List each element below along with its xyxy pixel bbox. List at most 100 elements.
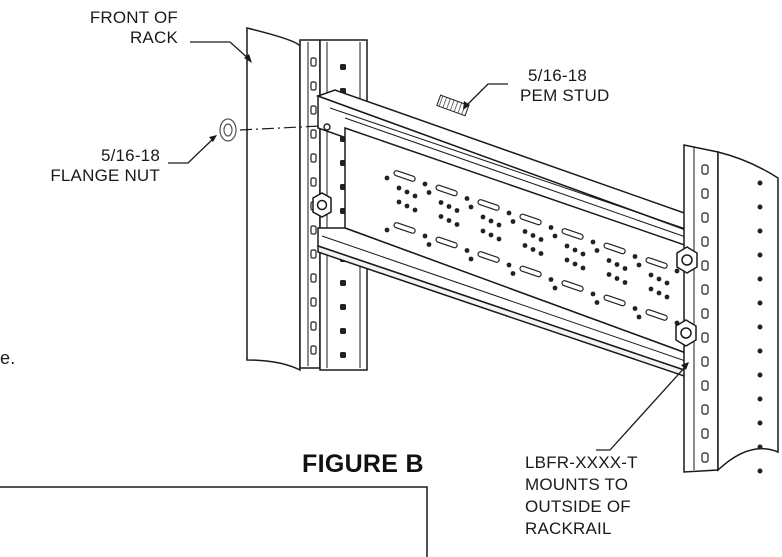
bracket-slot [519,213,542,226]
bracket-hole [572,261,578,267]
label-pem-stud-line2: PEM STUD [520,86,610,105]
bracket-hole [468,256,474,262]
bracket-hole [656,276,662,282]
label-mount-note: LBFR-XXXX-T MOUNTS TO OUTSIDE OF RACKRAI… [525,452,638,540]
bracket-hole [510,271,516,276]
right-rack-post [683,144,779,473]
bracket-hole [384,175,390,181]
post-hole [757,252,763,258]
bracket-hole [636,314,642,320]
label-pem-stud-line1: 5/16-18 [528,66,588,85]
bracket-hole [522,229,528,234]
bracket-hole [530,233,536,238]
bracket-hole [538,251,544,256]
bracket-hole [454,222,460,227]
bracket-hole [614,262,620,267]
post-hole [701,188,709,199]
label-mount-note-line1: LBFR-XXXX-T [525,453,638,472]
bracket-hole-pattern [323,123,680,326]
mounting-bracket [315,89,707,380]
post-hole [757,204,763,210]
bracket-hole [614,276,620,281]
bracket-hole [488,232,494,238]
post-hole [757,324,763,330]
bracket-hole [590,291,596,297]
post-hole [310,249,317,259]
post-hole [701,236,709,247]
bracket-hole [674,268,680,274]
post-hole [701,380,709,391]
label-flange-nut-line1: 5/16-18 [100,146,160,165]
post-hole [701,212,709,223]
post-hole [757,348,763,354]
post-hole [757,444,763,450]
bracket-hole [446,218,452,223]
post-hole [340,328,346,334]
post-hole [310,225,317,235]
bracket-hole [506,210,512,216]
bracket-hole [396,185,402,191]
post-hole [310,177,317,187]
hex-nut-lower-right [675,319,697,347]
post-hole [340,352,346,358]
bracket-hole [622,266,628,271]
bracket-hole [564,257,570,263]
post-hole [701,164,709,175]
bracket-hole [438,200,444,205]
stud-hole [323,123,331,131]
bracket-hole [412,193,418,199]
bracket-hole [480,214,486,220]
bracket-slot [477,199,500,211]
bracket-hole [422,181,428,187]
bracket-slot [603,242,626,255]
label-mount-note-line3: OUTSIDE OF [525,497,631,516]
pem-stud [436,94,470,117]
post-hole [701,260,709,271]
bracket-slot [435,184,458,197]
bracket-hole [632,306,638,311]
post-hole [757,372,763,378]
post-hole [757,228,763,234]
post-hole [310,57,317,67]
bracket-hole [552,285,558,291]
bracket-hole [548,225,554,230]
post-hole [340,280,346,286]
post-hole [310,105,317,115]
post-hole [701,428,709,439]
hex-nut-upper-right [676,246,698,274]
bracket-slot [477,251,500,263]
note-box-edge [0,486,428,557]
bracket-hole [510,219,516,224]
post-hole [701,308,709,319]
post-hole [310,273,317,283]
flange-nut [219,118,237,142]
bracket-hole [590,239,596,245]
bracket-slot [645,257,668,269]
label-flange-nut: 5/16-18 FLANGE NUT [0,146,160,186]
bracket-hole [656,290,662,296]
post-hole [757,420,763,426]
bracket-hole [396,199,402,205]
bracket-hole [594,300,600,305]
bracket-hole [530,247,536,252]
bracket-hole [580,265,586,271]
post-hole [310,129,317,139]
bracket-hole [422,233,428,239]
bracket-hole [506,262,512,268]
leader-lines [168,41,687,451]
bracket-slot [393,170,416,182]
bracket-hole [464,248,470,253]
bracket-hole [468,204,474,210]
post-hole [340,304,346,310]
leader-arrowheads [209,54,689,370]
bracket-hole [636,262,642,268]
post-hole [701,404,709,415]
post-hole [310,345,317,355]
bracket-hole [488,218,494,224]
bracket-hole [404,189,410,195]
bracket-hole [648,286,654,292]
figure-title: FIGURE B [302,450,424,478]
post-hole [310,321,317,331]
bracket-hole [426,190,432,195]
